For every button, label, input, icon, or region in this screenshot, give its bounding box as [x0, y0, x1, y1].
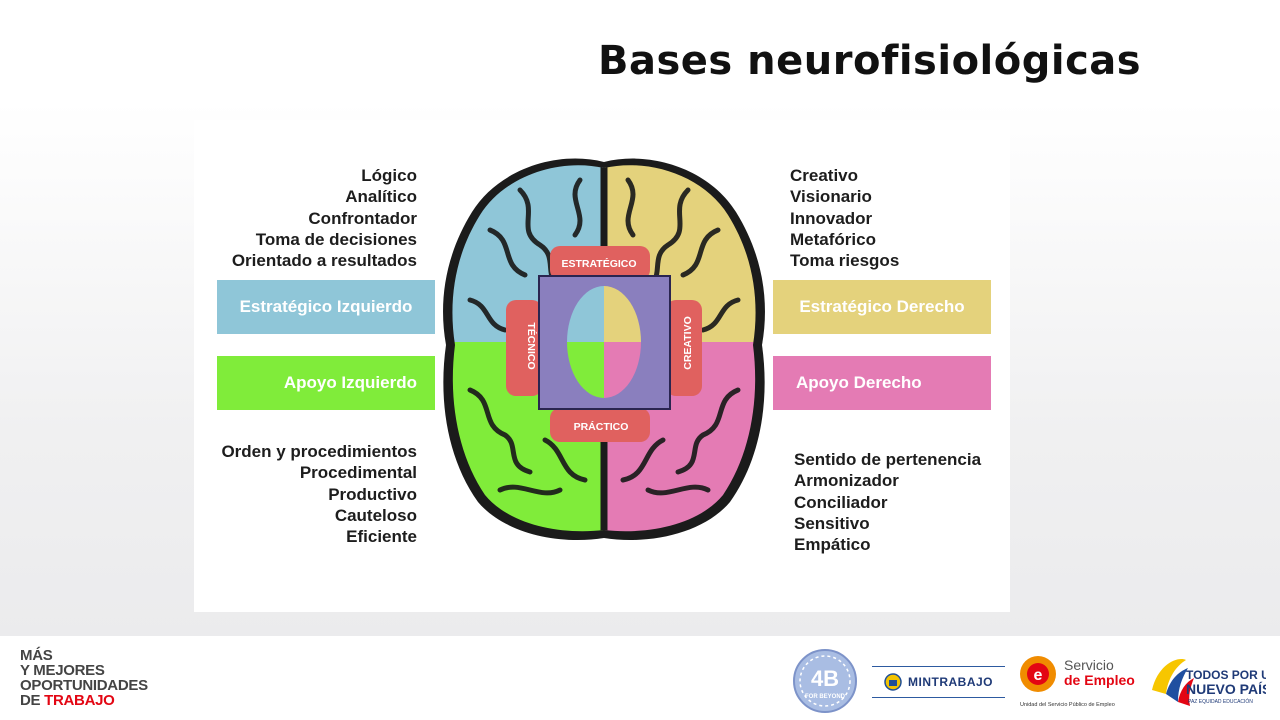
strategic-right-box: Estratégico Derecho	[773, 280, 991, 334]
trait-item: Empático	[794, 535, 871, 555]
left-bottom-traits: Orden y procedimientos Procedimental Pro…	[221, 441, 417, 547]
trait-item: Orientado a resultados	[231, 251, 417, 271]
logo-4b: 4B FOR BEYOND	[793, 649, 857, 713]
tab-right	[666, 300, 702, 396]
svg-text:e: e	[1034, 667, 1043, 684]
logo-mintrabajo: MINTRABAJO	[872, 666, 1005, 698]
right-bottom-traits: Sentido de pertenencia Armonizador Conci…	[794, 449, 981, 555]
coat-of-arms-icon	[884, 673, 902, 691]
trait-item: Toma riesgos	[790, 251, 900, 271]
strategic-left-box: Estratégico Izquierdo	[217, 280, 435, 334]
svg-text:4B: 4B	[811, 666, 839, 691]
right-top-traits: Creativo Visionario Innovador Metafórico…	[790, 165, 899, 271]
left-top-traits: Lógico Analítico Confrontador Toma de de…	[232, 165, 417, 271]
brain-label-right: CREATIVO	[682, 316, 694, 369]
trait-item: Confrontador	[308, 208, 417, 228]
trait-item: Innovador	[790, 208, 873, 228]
slogan-line: Y MEJORES	[20, 662, 105, 679]
logo-todos-por-un-nuevo-pais: TODOS POR UN NUEVO PAÍS PAZ EQUIDAD EDUC…	[1152, 659, 1266, 706]
logo-servicio-empleo: e Servicio de Empleo Unidad del Servicio…	[1020, 656, 1135, 708]
trait-item: Analítico	[345, 187, 417, 207]
svg-text:NUEVO PAÍS: NUEVO PAÍS	[1186, 681, 1266, 697]
footer	[0, 636, 1280, 720]
slogan-highlight: TRABAJO	[44, 692, 115, 709]
support-left-label: Apoyo Izquierdo	[283, 373, 417, 392]
tab-top	[550, 246, 650, 280]
slogan-line: MÁS	[20, 647, 53, 664]
trait-item: Lógico	[361, 166, 417, 185]
svg-text:TODOS POR UN: TODOS POR UN	[1186, 668, 1266, 682]
trait-item: Armonizador	[794, 471, 899, 491]
svg-text:PAZ EQUIDAD EDUCACIÓN: PAZ EQUIDAD EDUCACIÓN	[1188, 698, 1253, 705]
svg-text:de Empleo: de Empleo	[1064, 672, 1135, 688]
strategic-right-label: Estratégico Derecho	[799, 297, 965, 316]
strategic-left-label: Estratégico Izquierdo	[239, 297, 413, 316]
trait-item: Orden y procedimientos	[221, 442, 417, 461]
trait-item: Toma de decisiones	[255, 229, 417, 249]
trait-item: Cauteloso	[334, 505, 417, 525]
trait-item: Sensitivo	[794, 513, 870, 533]
slogan-line: OPORTUNIDADES	[20, 677, 148, 694]
slogan-prefix: DE	[20, 692, 45, 709]
support-right-box: Apoyo Derecho	[773, 356, 991, 410]
svg-text:Unidad del Servicio Público de: Unidad del Servicio Público de Empleo	[1020, 702, 1115, 708]
trait-item: Eficiente	[346, 527, 417, 547]
brain-label-top: ESTRATÉGICO	[561, 257, 636, 270]
svg-text:Servicio: Servicio	[1064, 657, 1114, 673]
tab-left	[506, 300, 542, 396]
slogan-line: DE TRABAJO	[20, 693, 148, 708]
support-right-label: Apoyo Derecho	[796, 373, 922, 392]
trait-item: Procedimental	[299, 463, 417, 483]
trait-item: Metafórico	[790, 229, 876, 249]
trait-item: Visionario	[790, 187, 872, 207]
footer-slogan: MÁS Y MEJORES OPORTUNIDADES DE TRABAJO	[20, 648, 148, 708]
trait-item: Creativo	[790, 166, 859, 185]
brain-label-left: TÉCNICO	[525, 322, 538, 369]
svg-text:FOR BEYOND: FOR BEYOND	[805, 694, 846, 700]
tab-bottom	[550, 408, 650, 442]
trait-item: Productivo	[328, 484, 417, 504]
support-left-box: Apoyo Izquierdo	[217, 356, 435, 410]
trait-item: Conciliador	[794, 492, 888, 512]
page-title: Bases neurofisiológicas	[598, 38, 1142, 84]
trait-item: Sentido de pertenencia	[794, 450, 982, 469]
brain-label-bottom: PRÁCTICO	[574, 420, 629, 433]
